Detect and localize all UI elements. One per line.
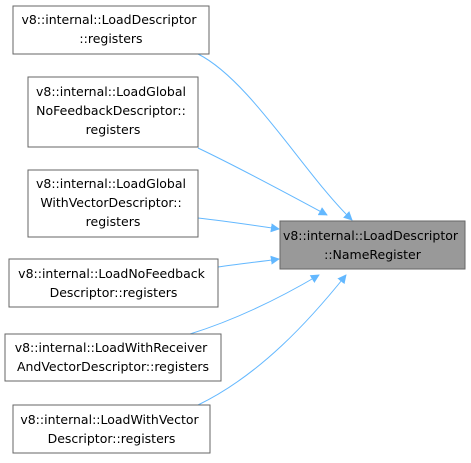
caller-label-line: v8::internal::LoadGlobal <box>36 176 186 191</box>
node-loadglobal-nofeedback-registers[interactable]: v8::internal::LoadGlobal NoFeedbackDescr… <box>27 76 199 148</box>
edge-loaddescriptor-registers <box>197 53 353 221</box>
caller-node-box <box>27 76 199 148</box>
node-loaddescriptor-registers[interactable]: v8::internal::LoadDescriptor ::registers <box>12 5 210 55</box>
caller-label-line: Descriptor::registers <box>48 431 176 446</box>
caller-label-line: NoFeedbackDescriptor:: <box>36 103 186 118</box>
caller-label-line: registers <box>86 122 141 137</box>
edge-loadwithvector-registers <box>197 274 347 406</box>
caller-node-box <box>12 404 211 454</box>
caller-node-label: v8::internal::LoadGlobal NoFeedbackDescr… <box>36 84 190 137</box>
target-label-line-2: ::NameRegister <box>324 247 422 262</box>
edges <box>189 53 353 406</box>
caller-node-box <box>27 169 199 238</box>
caller-label-line: WithVectorDescriptor:: <box>40 195 181 210</box>
caller-label-line: Descriptor::registers <box>50 285 178 300</box>
caller-node-box <box>8 258 219 308</box>
edge-loadwithreceiver-registers <box>189 274 320 335</box>
caller-node-label: v8::internal::LoadWithVector Descriptor:… <box>20 412 202 446</box>
nodes: v8::internal::LoadDescriptor ::NameRegis… <box>4 5 466 454</box>
node-loadnofeedback-registers[interactable]: v8::internal::LoadNoFeedback Descriptor:… <box>8 258 219 308</box>
node-target-nameregister[interactable]: v8::internal::LoadDescriptor ::NameRegis… <box>279 220 466 270</box>
edge-loadglobal-withvector-registers <box>197 217 280 233</box>
caller-label-line: v8::internal::LoadWithVector <box>20 412 199 427</box>
edge-loadglobal-nofeedback-registers <box>197 147 328 216</box>
edge-loadnofeedback-registers <box>217 255 280 268</box>
node-loadwithvector-registers[interactable]: v8::internal::LoadWithVector Descriptor:… <box>12 404 211 454</box>
caller-label-line: AndVectorDescriptor::registers <box>17 359 209 374</box>
target-node-label: v8::internal::LoadDescriptor ::NameRegis… <box>283 228 462 262</box>
caller-node-label: v8::internal::LoadWithReceiver AndVector… <box>15 340 212 374</box>
node-loadwithreceiver-registers[interactable]: v8::internal::LoadWithReceiver AndVector… <box>4 333 222 382</box>
caller-node-label: v8::internal::LoadDescriptor ::registers <box>21 12 200 46</box>
caller-node-label: v8::internal::LoadNoFeedback Descriptor:… <box>18 266 209 300</box>
caller-label-line: v8::internal::LoadDescriptor <box>21 12 197 27</box>
caller-label-line: registers <box>86 214 141 229</box>
caller-node-box <box>4 333 222 382</box>
caller-label-line: ::registers <box>79 31 142 46</box>
caller-label-line: v8::internal::LoadNoFeedback <box>18 266 205 281</box>
caller-label-line: v8::internal::LoadGlobal <box>36 84 186 99</box>
target-node-box <box>279 220 466 270</box>
node-loadglobal-withvector-registers[interactable]: v8::internal::LoadGlobal WithVectorDescr… <box>27 169 199 238</box>
caller-node-label: v8::internal::LoadGlobal WithVectorDescr… <box>36 176 190 229</box>
caller-label-line: v8::internal::LoadWithReceiver <box>15 340 208 355</box>
target-label-line-1: v8::internal::LoadDescriptor <box>283 228 459 243</box>
caller-node-box <box>12 5 210 55</box>
